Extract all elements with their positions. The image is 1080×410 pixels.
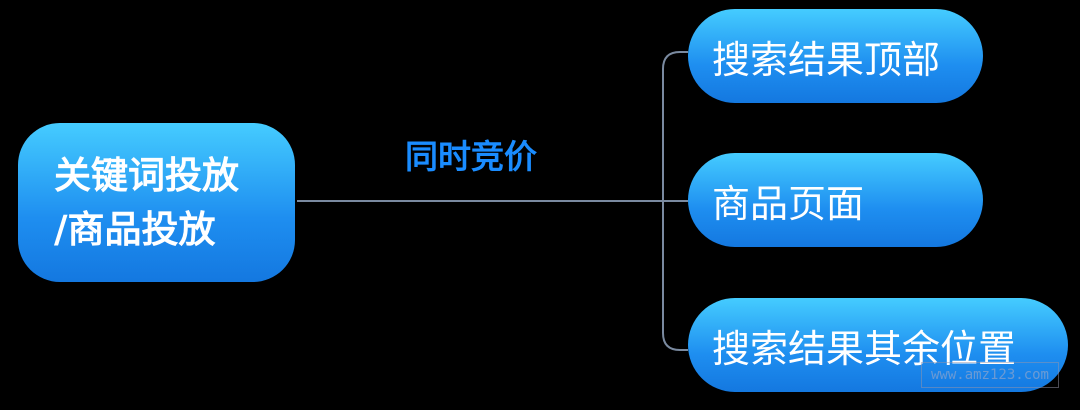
target-node-search-rest: 搜索结果其余位置: [688, 298, 1068, 392]
branch-bracket: [662, 51, 688, 351]
target-node-search-top: 搜索结果顶部: [688, 9, 983, 103]
root-node: 关键词投放 /商品投放: [18, 123, 295, 282]
root-line-1: 关键词投放: [54, 153, 239, 197]
root-line-2: /商品投放: [54, 207, 216, 251]
watermark: www.amz123.com: [921, 362, 1059, 388]
target-node-product-page: 商品页面: [688, 153, 983, 247]
connector-label: 同时竞价: [405, 137, 537, 176]
